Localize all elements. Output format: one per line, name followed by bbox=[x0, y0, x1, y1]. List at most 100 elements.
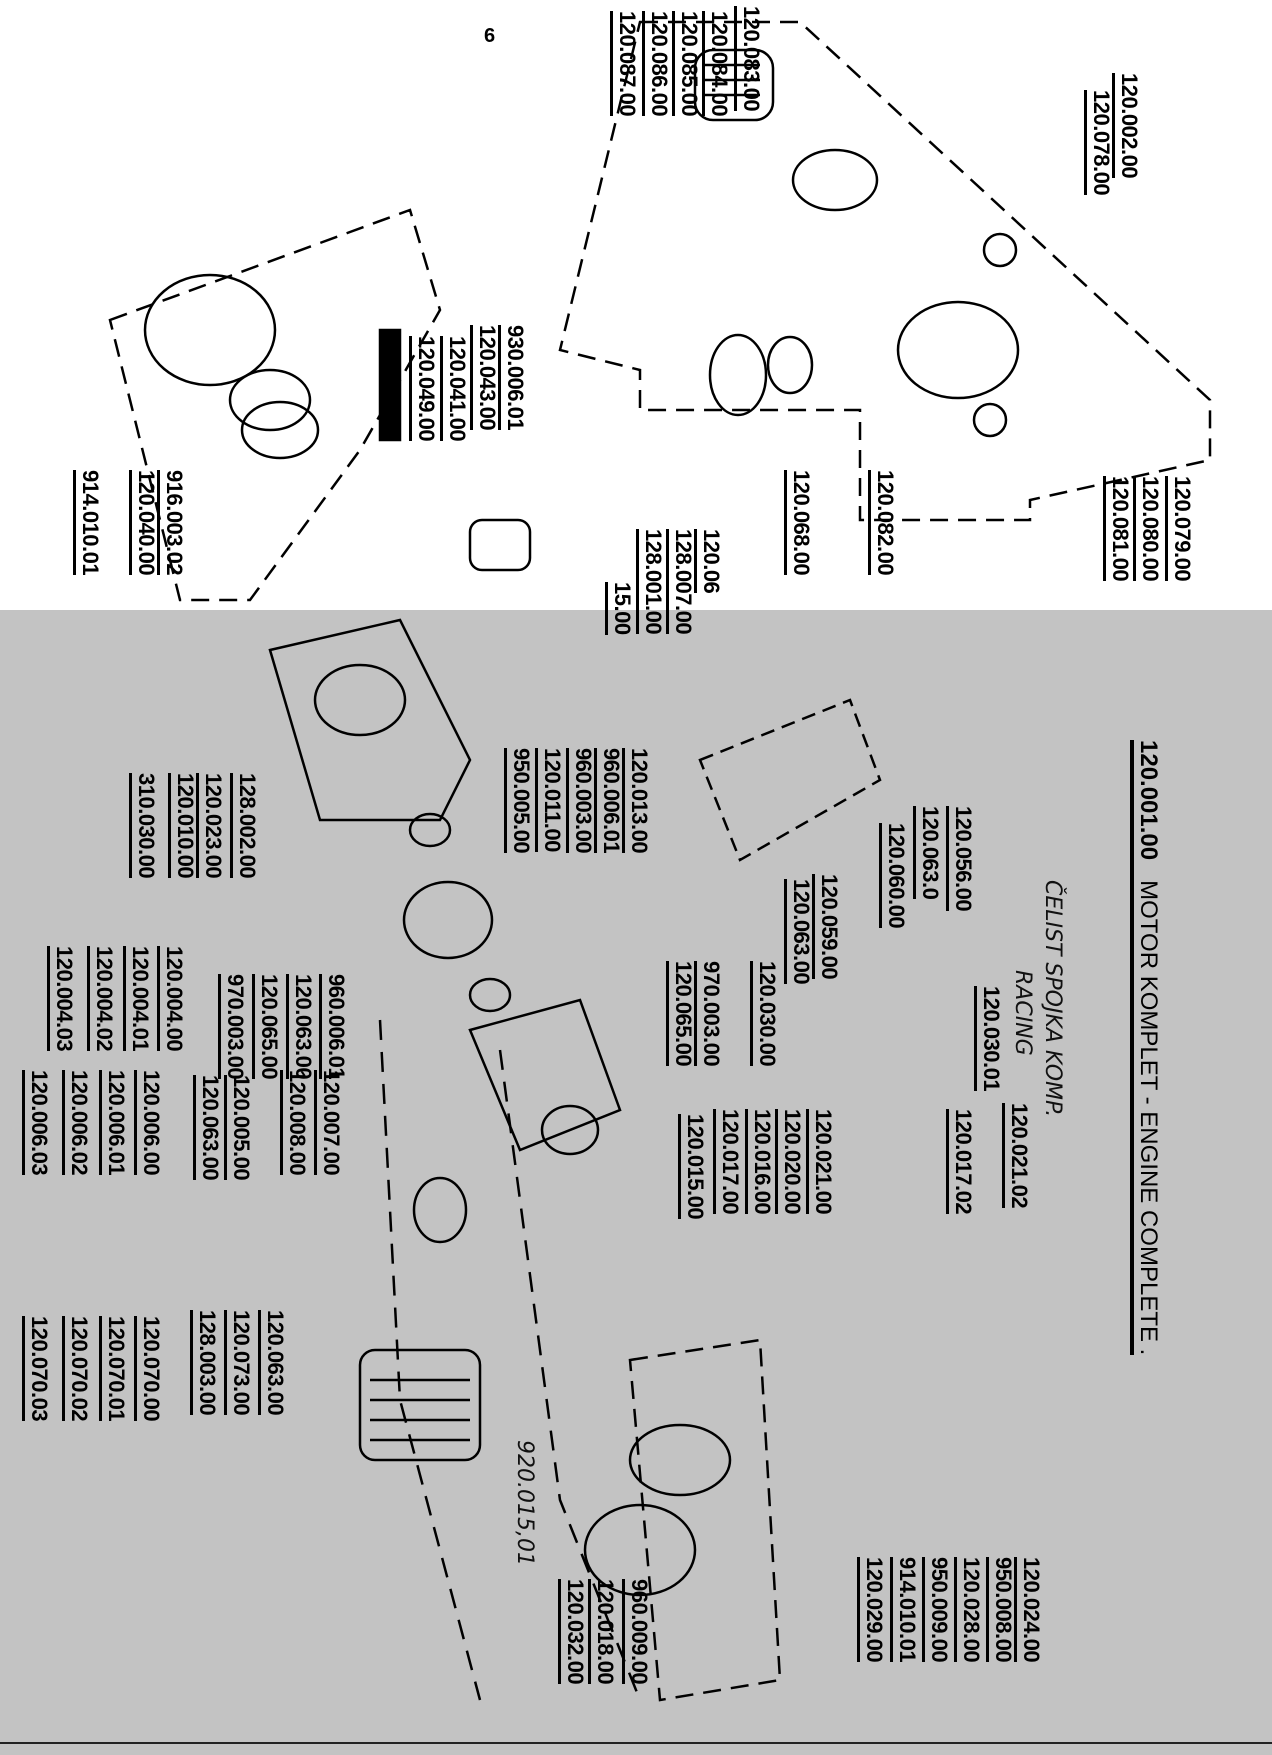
part-number-label: 120.073.00 bbox=[224, 1310, 254, 1416]
part-number-label: 120.010.00 bbox=[168, 773, 198, 879]
piston-icon bbox=[412, 1176, 468, 1244]
part-number-label: 120.005.00 bbox=[224, 1075, 254, 1181]
carburetor-icon bbox=[896, 300, 1020, 400]
handwritten-note: ČELIST SPOJKA KOMP. bbox=[1040, 880, 1065, 1118]
part-number-label: 120.087.00 bbox=[610, 11, 640, 117]
part-number-label: 120.060.00 bbox=[879, 823, 909, 929]
part-number-label: 120.016.00 bbox=[745, 1109, 775, 1215]
part-number-label: 120.004.00 bbox=[157, 946, 187, 1052]
part-number-label: 120.083.00 bbox=[734, 6, 764, 112]
part-number-label: 960.006.01 bbox=[319, 974, 349, 1080]
clutch-cover-icon bbox=[583, 1503, 697, 1597]
part-number-label: 120.004.02 bbox=[87, 946, 117, 1052]
part-number-label: 120.020.00 bbox=[775, 1109, 805, 1215]
part-number-label: 120.032.00 bbox=[558, 1579, 588, 1685]
part-number-label: 120.028.00 bbox=[954, 1557, 984, 1663]
part-number-label: 960.009.00 bbox=[622, 1579, 652, 1685]
part-number-label: 120.004.01 bbox=[123, 946, 153, 1052]
part-number-label: 120.079.00 bbox=[1165, 476, 1195, 582]
clutch-drum-icon bbox=[628, 1423, 732, 1497]
part-number-label: 120.059.00 bbox=[812, 874, 842, 980]
crankcase-half-icon bbox=[468, 998, 622, 1152]
part-number-label: 120.017.02 bbox=[946, 1109, 976, 1215]
starter-group bbox=[108, 208, 532, 602]
part-number-label: 120.056.00 bbox=[946, 806, 976, 912]
part-number-label: 950.009.00 bbox=[922, 1557, 952, 1663]
part-number-label: 120.021.00 bbox=[806, 1109, 836, 1215]
handwritten-note: RACING bbox=[1010, 970, 1035, 1056]
part-number-label: 120.063.0 bbox=[913, 806, 943, 900]
part-number-label: 120.078.00 bbox=[1084, 90, 1114, 196]
part-number-label: 950.005.00 bbox=[504, 748, 534, 854]
part-number-label: 120.065.00 bbox=[666, 961, 696, 1067]
page-number: 9 bbox=[484, 23, 496, 45]
part-number-label: 120.030.01 bbox=[974, 986, 1004, 1092]
part-number-label: 120.063.00 bbox=[258, 1310, 288, 1416]
part-number-label: 128.002.00 bbox=[230, 773, 260, 879]
part-number-label: 120.049.00 bbox=[409, 336, 439, 442]
part-number-label: 120.081.00 bbox=[1103, 476, 1133, 582]
part-number-label: 120.002.00 bbox=[1112, 73, 1142, 179]
part-number-label: 120.029.00 bbox=[857, 1557, 887, 1663]
part-number-label: 120.007.00 bbox=[314, 1070, 344, 1176]
part-number-label: 930.006.01 bbox=[498, 325, 528, 431]
part-number-label: 120.063.00 bbox=[784, 879, 814, 985]
part-number-label: 120.008.00 bbox=[280, 1070, 310, 1176]
part-number-label: 15.00 bbox=[605, 582, 635, 635]
page-title: 120.001.00 MOTOR KOMPLET - ENGINE COMPLE… bbox=[1130, 740, 1162, 1356]
part-number-label: 120.006.03 bbox=[22, 1070, 52, 1176]
cylinder-icon bbox=[358, 1348, 482, 1462]
part-number-label: 950.008.00 bbox=[986, 1557, 1016, 1663]
part-number-label: 120.006.01 bbox=[99, 1070, 129, 1176]
part-number-label: 120.040.00 bbox=[129, 470, 159, 576]
title-code: 120.001.00 bbox=[1135, 740, 1162, 861]
part-number-label: 128.003.00 bbox=[190, 1310, 220, 1416]
part-number-label: 960.006.01 bbox=[594, 748, 624, 854]
part-number-label: 120.065.00 bbox=[252, 974, 282, 1080]
part-number-label: 120.085.00 bbox=[672, 11, 702, 117]
divider bbox=[0, 1742, 1272, 1744]
part-number-label: 120.068.00 bbox=[784, 470, 814, 576]
handwritten-note: 920.015,01 bbox=[512, 1440, 537, 1566]
part-number-label: 310.030.00 bbox=[129, 773, 159, 879]
part-number-label: 120.063.00 bbox=[193, 1075, 223, 1181]
part-number-label: 120.080.00 bbox=[1133, 476, 1163, 582]
part-number-label: 120.017.00 bbox=[713, 1109, 743, 1215]
part-number-label: 970.003.00 bbox=[218, 974, 248, 1080]
part-number-label: 128.001.00 bbox=[636, 529, 666, 635]
crankcase-icon bbox=[313, 663, 407, 737]
crankshaft-icon bbox=[402, 880, 494, 960]
part-number-label: 120.006.00 bbox=[134, 1070, 164, 1176]
part-number-label: 128.007.00 bbox=[666, 529, 696, 635]
part-number-label: 914.010.01 bbox=[890, 1557, 920, 1663]
engine-block-group bbox=[268, 618, 882, 1702]
part-number-label: 120.024.00 bbox=[1014, 1557, 1044, 1663]
part-number-label: 120.070.02 bbox=[62, 1316, 92, 1422]
part-number-label: 120.070.00 bbox=[134, 1316, 164, 1422]
part-number-label: 120.006.02 bbox=[62, 1070, 92, 1176]
part-number-label: 120.013.00 bbox=[622, 748, 652, 854]
filter-element-icon bbox=[791, 148, 879, 212]
part-number-label: 120.070.01 bbox=[99, 1316, 129, 1422]
part-number-label: 916.003.02 bbox=[157, 470, 187, 576]
part-number-label: 120.043.00 bbox=[470, 325, 500, 431]
part-number-label: 970.003.00 bbox=[694, 961, 724, 1067]
part-number-label: 120.063.00 bbox=[286, 974, 316, 1080]
part-number-label: 120.084.00 bbox=[702, 11, 732, 117]
part-number-label: 960.003.00 bbox=[566, 748, 596, 854]
part-number-label: 120.011.00 bbox=[535, 748, 565, 852]
part-number-label: 120.06 bbox=[694, 529, 724, 594]
part-number-label: 120.021.02 bbox=[1002, 1103, 1032, 1209]
part-number-label: 120.086.00 bbox=[642, 11, 672, 117]
starter-cover-icon bbox=[143, 273, 277, 387]
scan-gray-region bbox=[0, 610, 1272, 1755]
part-number-label: 120.041.00 bbox=[440, 336, 470, 442]
part-number-label: 120.018.00 bbox=[588, 1579, 618, 1685]
part-number-label: 120.004.03 bbox=[47, 946, 77, 1052]
part-number-label: 914.010.01 bbox=[73, 470, 103, 576]
part-number-label: 120.070.03 bbox=[22, 1316, 52, 1422]
part-number-label: 120.023.00 bbox=[196, 773, 226, 879]
part-number-label: 120.030.00 bbox=[750, 961, 780, 1067]
title-text: MOTOR KOMPLET - ENGINE COMPLETE . bbox=[1135, 880, 1162, 1356]
